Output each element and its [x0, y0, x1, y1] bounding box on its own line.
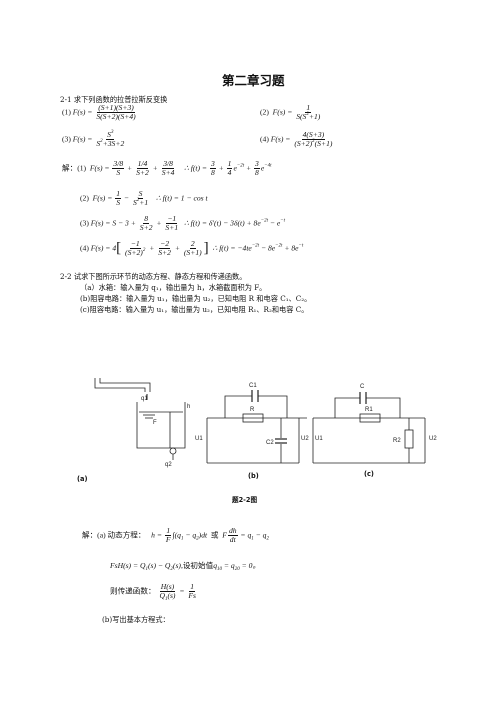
- resistor-r1: [359, 413, 381, 423]
- label-F: F: [153, 420, 157, 426]
- problem-2-2-c: (c)阻容电路：输入量为 u₁，输出量为 u₂，已知电阻 R₁、R₂和电容 C。: [80, 305, 309, 314]
- label-R1: R1: [365, 407, 373, 413]
- label-C: C: [360, 384, 365, 390]
- inflow-pipe-inner: [99, 378, 151, 392]
- solution-2-2-laplace: FsH(s) = Q1(s) − Q2(s),设初始值q10 = q20 = 0…: [110, 561, 261, 572]
- inflow-pipe: [94, 378, 146, 392]
- solution-2-2-b: (b)写出基本方程式：: [102, 615, 170, 624]
- problem-2-2-b: (b)阻容电路：输入量为 u₁，输出量为 u₂，已知电阻 R 和电容 C₁、C₂…: [80, 294, 312, 303]
- label-q2: q2: [165, 462, 172, 468]
- figure-caption: 题2-2图: [232, 496, 258, 504]
- problem-2-1-statement: 2-1 求下列函数的拉普拉斯反变换: [60, 95, 167, 104]
- problem-label: 2-1: [60, 95, 72, 104]
- label-U1-c: U1: [315, 436, 323, 442]
- page-title: 第二章习题: [222, 73, 285, 88]
- expr-4: (4) F(s) = 4(S+3)(S+2)2(S+1): [260, 130, 333, 148]
- problem-text: 求下列函数的拉普拉斯反变换: [73, 95, 168, 104]
- resistor-r2: [404, 429, 414, 449]
- label-C1: C1: [249, 383, 257, 389]
- expr-1: (1) F(s) = (S+1)(S+3)S(S+2)(S+4): [62, 103, 136, 121]
- fig-label-c: (c): [364, 470, 374, 478]
- fig-label-a: (a): [77, 475, 88, 483]
- fig-label-b: (b): [248, 472, 259, 480]
- label-U1-b: U1: [195, 436, 203, 442]
- tank: [136, 402, 186, 449]
- resistor-r: [242, 413, 264, 423]
- figure-2-2: q1 F h q2 C1 R U1 C2 U2 C R1 U1 R2 U2: [94, 378, 437, 468]
- problem-2-2-a: （a）水箱：输入量为 q₁，输出量为 h，水箱截面积为 F。: [80, 283, 267, 292]
- label-U2-c: U2: [429, 436, 437, 442]
- label-h: h: [187, 404, 190, 410]
- label-U2-b: U2: [301, 436, 309, 442]
- label-R: R: [250, 407, 255, 413]
- label-C2: C2: [266, 440, 274, 446]
- problem-2-2-statement: 2-2 试求下图所示环节的动态方程、静态方程和传递函数。: [60, 272, 247, 281]
- label-q1: q1: [141, 396, 148, 402]
- outlet-valve: [169, 447, 177, 455]
- label-R2: R2: [393, 438, 401, 444]
